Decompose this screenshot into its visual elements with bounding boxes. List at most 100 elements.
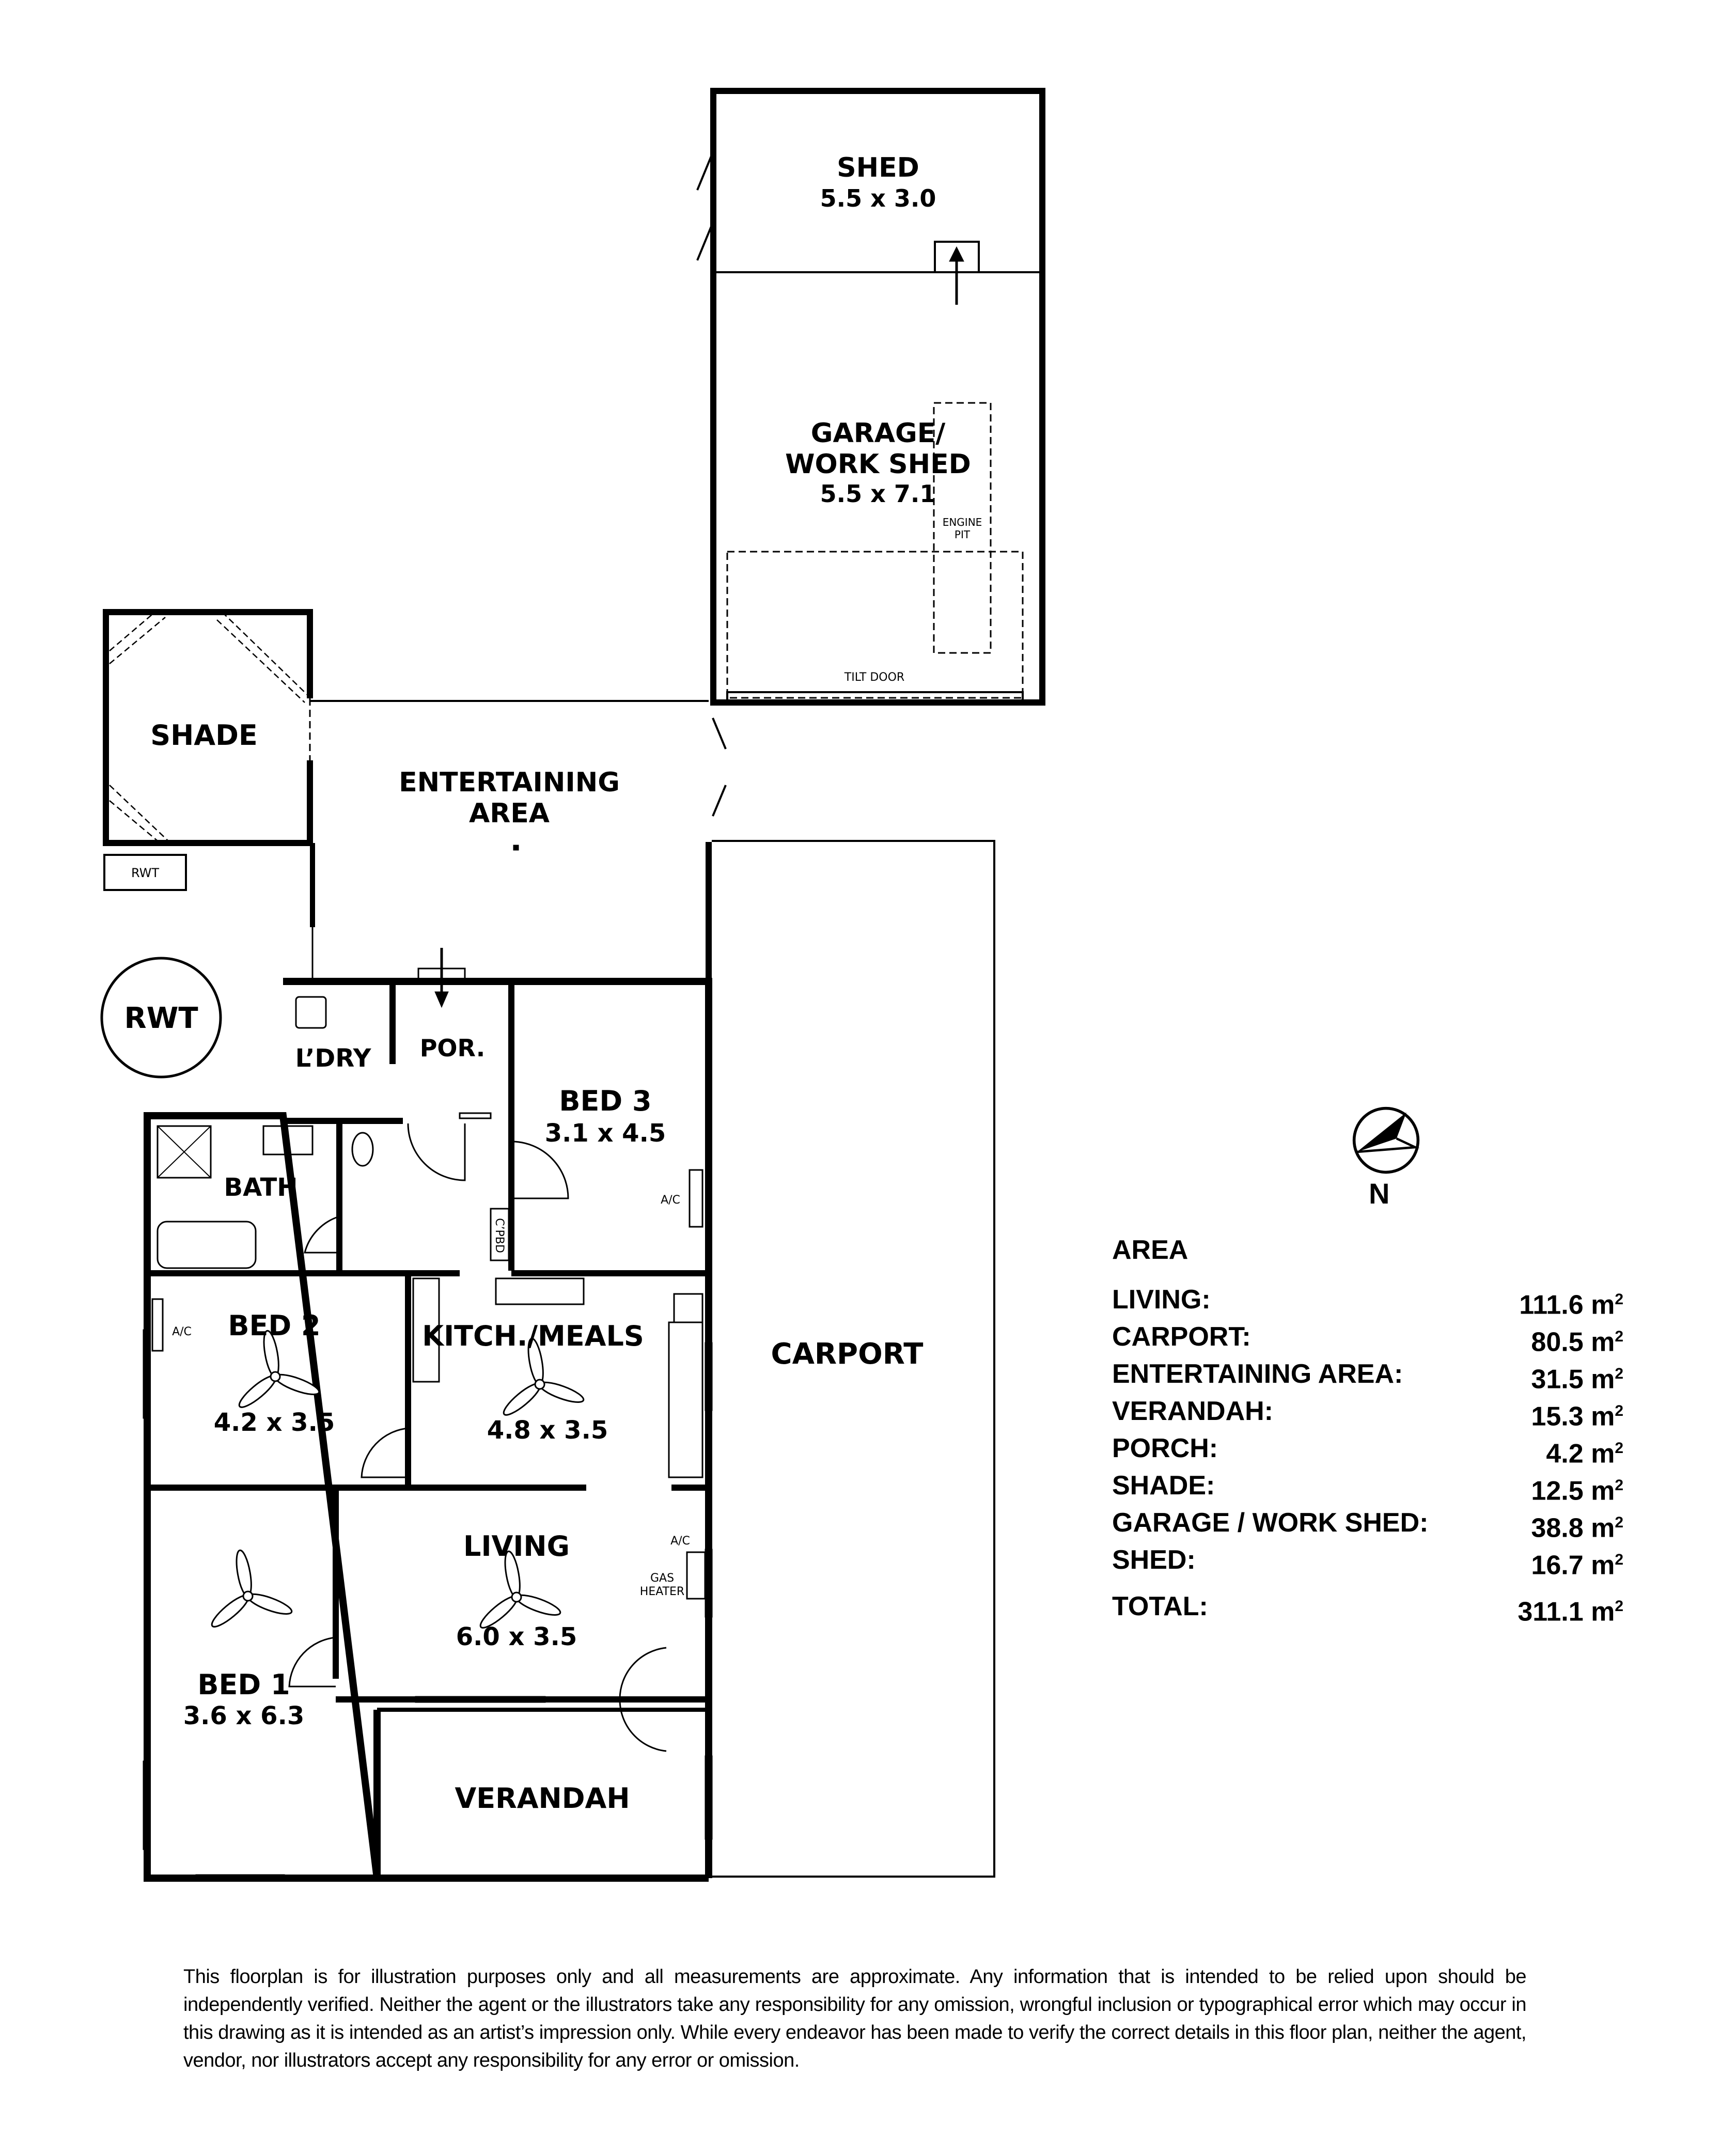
area-label: ENTERTAINING AREA: — [1112, 1359, 1403, 1389]
area-value: 12.5 m — [1531, 1476, 1615, 1506]
bed3-ac-label: A/C — [661, 1194, 680, 1207]
bath-label: BATH — [224, 1173, 298, 1202]
area-value: 16.7 m — [1531, 1550, 1615, 1581]
area-label: SHADE: — [1112, 1471, 1215, 1501]
kitchen-bench — [668, 1321, 703, 1478]
living-dims: 6.0 x 3.5 — [456, 1622, 577, 1651]
area-row-porch: PORCH: 4.2 m2 — [1112, 1430, 1623, 1469]
bed3-label: BED 3 — [559, 1085, 651, 1117]
laundry-tub — [295, 996, 327, 1029]
compass-north-label: N — [1369, 1177, 1390, 1210]
living-ac-label: A/C — [670, 1535, 690, 1548]
rwt-box — [103, 854, 187, 891]
cooktop — [673, 1293, 703, 1323]
tilt-door-label: TILT DOOR — [844, 671, 904, 684]
area-unit-sup: 2 — [1615, 1440, 1623, 1457]
area-unit-sup: 2 — [1615, 1291, 1623, 1308]
bathtub — [157, 1221, 257, 1269]
carport-label: CARPORT — [771, 1337, 923, 1371]
shed-dims: 5.5 x 3.0 — [820, 184, 936, 212]
shower-cross — [157, 1126, 211, 1178]
bed2-ac-label: A/C — [172, 1325, 192, 1338]
area-row-carport: CARPORT:80.5 m2 — [1112, 1318, 1623, 1357]
cpbd-box — [490, 1208, 510, 1261]
door-swings — [288, 1123, 667, 1752]
area-value: 15.3 m — [1531, 1401, 1615, 1432]
porch-label: POR. — [420, 1034, 486, 1062]
area-title: AREA — [1112, 1235, 1188, 1265]
area-value: 4.2 m — [1546, 1439, 1615, 1469]
porch-step — [417, 967, 466, 981]
engine-pit — [933, 402, 992, 654]
north-compass-icon — [1352, 1106, 1420, 1174]
engine-pit-label-1: ENGINE — [943, 516, 982, 528]
windows — [143, 978, 713, 1881]
garage-label-line1: GARAGE/ — [811, 418, 945, 449]
bed1-label: BED 1 — [197, 1668, 290, 1701]
entertaining-post — [513, 845, 519, 851]
area-unit-sup: 2 — [1615, 1365, 1623, 1382]
shed-door-opening — [934, 241, 980, 272]
area-total-value: 311.1 m — [1518, 1597, 1615, 1627]
porch-entry-arrowhead — [434, 991, 449, 1008]
ac-bed2 — [151, 1298, 164, 1352]
area-total-label: TOTAL: — [1112, 1591, 1208, 1621]
area-label: LIVING: — [1112, 1285, 1211, 1315]
rwt-box-label: RWT — [131, 866, 159, 880]
shade-sail-lines — [109, 612, 308, 844]
area-value: 111.6 m — [1519, 1290, 1615, 1320]
garage-side-door-2 — [696, 225, 713, 261]
area-summary: AREA LIVING:111.6 m2 CARPORT:80.5 m2 ENT… — [1112, 1235, 1623, 1627]
tilt-door — [726, 691, 1024, 702]
rwt-tank — [100, 957, 222, 1079]
garage-label-line2: WORK SHED — [785, 449, 971, 480]
bed3-dims: 3.1 x 4.5 — [545, 1119, 666, 1148]
rwt-tank-label: RWT — [124, 1002, 198, 1035]
entertaining-label-1: ENTERTAINING — [399, 767, 620, 798]
garage-side-door-1 — [696, 154, 713, 191]
area-value: 38.8 m — [1531, 1513, 1615, 1543]
bed2-robe — [412, 1277, 440, 1383]
carport-outline — [712, 840, 995, 1878]
entertaining-label-2: AREA — [469, 798, 550, 829]
area-unit-sup: 2 — [1615, 1328, 1623, 1345]
bed2-dims: 4.2 x 3.5 — [214, 1408, 335, 1437]
shed-entry-arrowhead — [949, 246, 964, 262]
vanity — [262, 1125, 314, 1155]
area-label: VERANDAH: — [1112, 1396, 1273, 1426]
gas-heater-label-2: HEATER — [640, 1585, 684, 1598]
area-label: PORCH: — [1112, 1433, 1218, 1463]
area-row-living: LIVING: 111.6 m2 — [1112, 1281, 1623, 1320]
area-row-total: TOTAL: 311.1 m2 — [1112, 1588, 1623, 1627]
area-row-garage: GARAGE / WORK SHED: 38.8 m2 — [1112, 1504, 1623, 1543]
shower — [157, 1125, 212, 1179]
area-unit-sup: 2 — [1615, 1598, 1623, 1615]
kitchen-sink — [495, 1277, 585, 1305]
area-label: GARAGE / WORK SHED: — [1112, 1508, 1429, 1538]
cpbd-label: C’PBD — [493, 1218, 506, 1253]
gas-heater-label-1: GAS — [650, 1572, 674, 1585]
area-row-entertaining: ENTERTAINING AREA: 31.5 m2 — [1112, 1355, 1623, 1395]
kitchen-dims: 4.8 x 3.5 — [487, 1416, 608, 1445]
bed1-dims: 3.6 x 6.3 — [183, 1701, 304, 1730]
gas-heater — [686, 1551, 706, 1600]
area-row-verandah: VERANDAH: 15.3 m2 — [1112, 1393, 1623, 1432]
area-unit-sup: 2 — [1615, 1514, 1623, 1531]
living-label: LIVING — [463, 1530, 570, 1563]
car-outline — [726, 551, 1024, 699]
shade-label: SHADE — [150, 719, 258, 752]
disclaimer-text: This floorplan is for illustration purpo… — [183, 1966, 1527, 2071]
area-unit-sup: 2 — [1615, 1551, 1623, 1568]
laundry-label: L’DRY — [295, 1044, 372, 1073]
verandah-label: VERANDAH — [455, 1782, 630, 1815]
house-outer-wall — [144, 978, 712, 1882]
entertaining-gate — [712, 717, 727, 817]
area-value: 31.5 m — [1531, 1364, 1615, 1395]
bed2-label: BED 2 — [228, 1309, 320, 1342]
ac-bed3 — [689, 1169, 703, 1228]
toilet — [351, 1132, 374, 1167]
shed-label: SHED — [837, 152, 919, 183]
area-label: SHED: — [1112, 1545, 1196, 1575]
area-unit-sup: 2 — [1615, 1402, 1623, 1419]
garage-dims: 5.5 x 7.1 — [820, 480, 936, 508]
